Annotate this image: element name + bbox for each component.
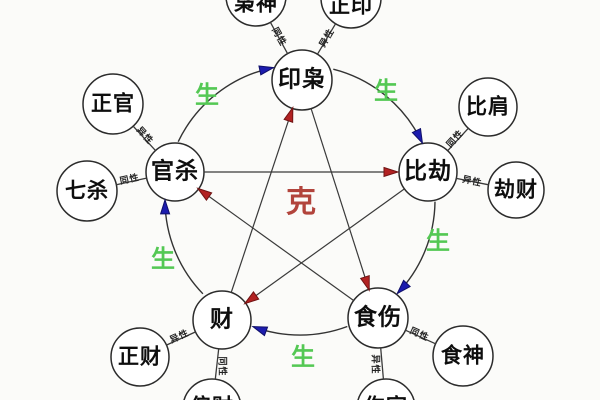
connector-qisha — [116, 177, 147, 186]
arc-bijie-to-shishang — [396, 201, 436, 295]
line-cai-to-yinxiao — [230, 106, 294, 293]
sheng-label-left: 生 — [151, 245, 175, 273]
arc-yinxiao-to-bijie — [333, 68, 424, 145]
node-circle-piancai — [183, 378, 241, 400]
generation-cycle-arcs — [159, 65, 436, 337]
node-circle-zhengguan — [82, 73, 144, 135]
connector-bijian — [447, 127, 469, 152]
node-circle-cai — [192, 290, 252, 350]
overcoming-lines — [196, 106, 405, 305]
node-circle-yinxiao — [271, 49, 333, 111]
line-bijie-to-cai — [243, 188, 405, 305]
node-circle-zhengcai — [110, 327, 170, 387]
node-label-jiecai: 劫财 — [494, 177, 538, 202]
connector-zhengcai — [166, 331, 196, 346]
node-label-shishang: 食伤 — [354, 304, 402, 331]
node-circle-xiaoshen — [225, 0, 287, 27]
sheng-label-topleft: 生 — [195, 81, 219, 109]
relation-label-shangguan: 异性 — [369, 354, 380, 375]
connector-piancai — [214, 348, 220, 380]
connector-zhengguan — [132, 125, 156, 152]
sheng-label-right: 生 — [426, 227, 450, 255]
node-circle-shangguan — [357, 378, 415, 400]
arc-shishang-to-cai — [251, 325, 348, 337]
node-circle-shishang — [347, 287, 409, 349]
relation-label-piancai: 同性 — [216, 356, 227, 377]
connector-shangguan — [380, 347, 385, 380]
node-label-zhengguan: 正官 — [91, 91, 135, 116]
arc-cai-to-guansha — [159, 198, 204, 295]
node-label-shangguan: 伤官 — [364, 396, 408, 400]
sheng-label-bottom: 生 — [291, 343, 315, 371]
node-label-qisha: 七杀 — [65, 178, 109, 203]
line-yinxiao-to-shishang — [310, 108, 370, 292]
node-label-yinxiao: 印枭 — [278, 66, 326, 93]
connector-lines — [116, 21, 489, 380]
node-label-piancai: 偏财 — [190, 396, 234, 400]
line-shishang-to-guansha — [196, 187, 354, 301]
node-circle-shishen — [432, 325, 494, 387]
node-circle-zhengyin — [320, 0, 382, 29]
sheng-label-topright: 生 — [374, 77, 398, 105]
arc-guansha-to-yinxiao — [177, 65, 276, 143]
node-label-cai: 财 — [210, 306, 234, 333]
ke-center-label: 克 — [286, 185, 316, 220]
connector-xiaoshen — [269, 21, 289, 55]
node-label-zhengyin: 正印 — [329, 0, 373, 18]
connector-shishen — [405, 329, 436, 345]
node-label-xiaoshen: 枭神 — [234, 0, 278, 16]
node-label-bijie: 比劫 — [404, 158, 452, 185]
node-label-bijian: 比肩 — [466, 94, 510, 119]
node-label-shishen: 食神 — [441, 343, 485, 368]
node-label-zhengcai: 正财 — [118, 344, 162, 369]
connector-jiecai — [456, 177, 489, 186]
connector-zhengyin — [316, 23, 337, 55]
node-label-guansha: 官杀 — [151, 158, 199, 185]
node-circle-qisha — [56, 160, 118, 222]
node-circle-jiecai — [487, 161, 545, 219]
node-circles — [56, 0, 545, 400]
node-circle-bijian — [458, 77, 518, 137]
